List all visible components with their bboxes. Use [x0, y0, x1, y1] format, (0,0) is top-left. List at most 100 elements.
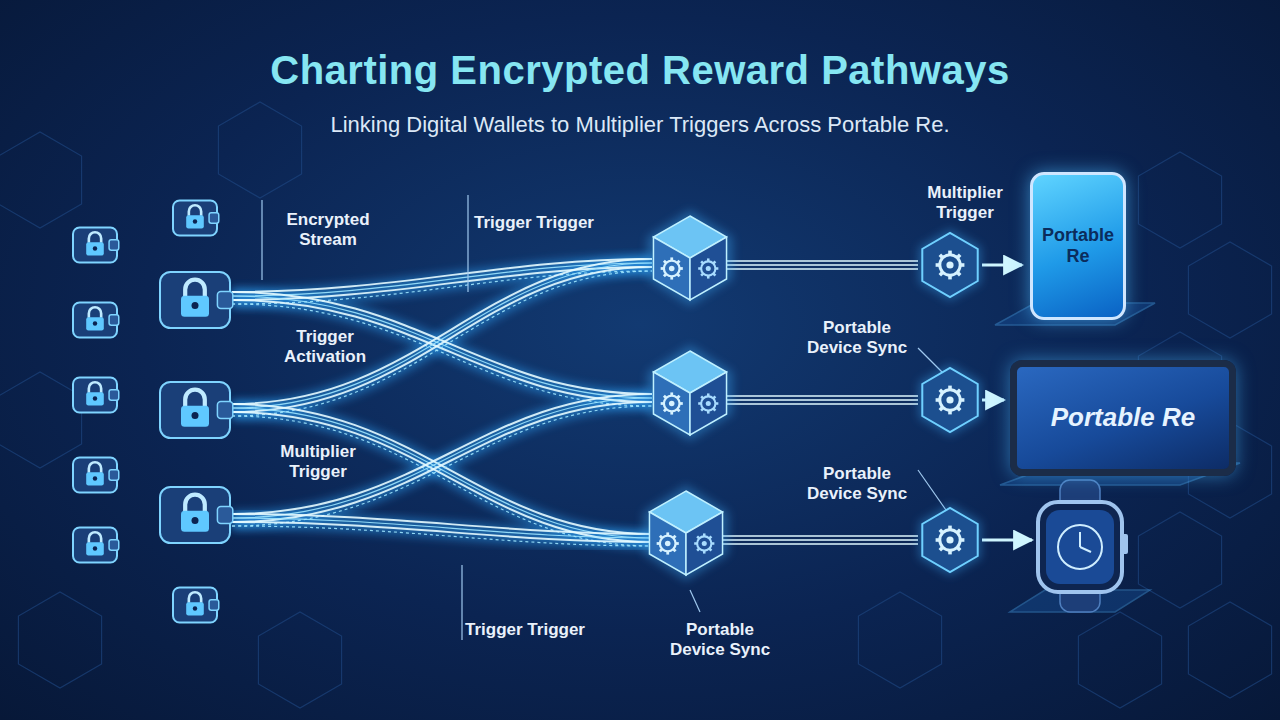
background-hexagon: [0, 372, 82, 468]
cube-left: [653, 237, 690, 300]
stream-label: Trigger Trigger: [474, 213, 594, 233]
data-stream: [232, 300, 652, 402]
gear-ring: [664, 261, 680, 277]
lock-body: [181, 406, 209, 427]
data-stream: [232, 412, 652, 542]
clock-face: [1058, 525, 1102, 569]
leader-line: [461, 565, 462, 640]
gear-ring: [697, 536, 711, 550]
gear-ring: [701, 396, 715, 410]
wallet-clasp: [209, 600, 219, 611]
processing-cube: [647, 345, 732, 441]
wallet-clasp: [217, 402, 232, 419]
data-stream: [722, 543, 918, 545]
gear-hub: [702, 541, 707, 546]
wallet-icon: [73, 457, 119, 492]
lock-shackle: [89, 532, 101, 543]
background-hexagon: [1138, 152, 1221, 248]
wallet-clasp: [217, 292, 232, 309]
stream-label: Encrypted Stream: [268, 210, 388, 251]
stream-glow: [726, 257, 918, 273]
wallet-icon: [73, 527, 119, 562]
device-text: Portable Re: [1041, 225, 1115, 266]
wallet-icon: [73, 302, 119, 337]
watch-crown: [1122, 534, 1128, 554]
gear-ring: [701, 261, 715, 275]
data-stream: [232, 404, 652, 534]
cube-glow: [643, 485, 728, 581]
stream-glow: [722, 532, 918, 548]
gear-ring: [940, 390, 960, 410]
diagram-caption: Linking Digital Wallets to Multiplier Tr…: [0, 112, 1280, 138]
data-stream: [232, 398, 652, 518]
watch-case: [1038, 502, 1122, 592]
background-hexagon: [18, 592, 101, 688]
hex-body: [922, 508, 977, 572]
gear-hexagon: [919, 364, 981, 436]
watch-screen: [1046, 510, 1114, 584]
cube-right: [686, 512, 723, 575]
device-text: Portable Re: [1051, 403, 1196, 433]
cube-left: [649, 512, 686, 575]
lock-shackle: [89, 232, 101, 243]
wallet-icon: [73, 227, 119, 262]
wallet-clasp: [109, 470, 119, 481]
gear-hub: [706, 401, 711, 406]
data-stream: [722, 539, 918, 541]
data-stream: [232, 304, 652, 406]
background-hexagon: [218, 102, 301, 198]
gear-hub: [946, 396, 953, 403]
background-hexagon: [1188, 602, 1271, 698]
data-stream: [726, 268, 918, 270]
lock-body: [181, 296, 209, 317]
wallet-clasp: [109, 240, 119, 251]
sync-arrow: [982, 264, 1022, 267]
lock-body: [86, 242, 104, 255]
background-hexagon: [1188, 242, 1271, 338]
wallet-clasp: [109, 540, 119, 551]
gear-ring: [660, 536, 676, 552]
cube-glow: [647, 210, 732, 306]
leader-line: [690, 590, 700, 612]
hex-glow: [919, 364, 981, 436]
keyhole: [193, 606, 197, 610]
background-hexagon: [1078, 612, 1161, 708]
data-stream: [232, 522, 652, 542]
wallet-icon: [160, 272, 233, 328]
keyhole: [93, 476, 97, 480]
gear-hub: [706, 266, 711, 271]
phone-device: Portable Re: [1030, 172, 1126, 320]
data-stream: [726, 260, 918, 262]
lock-shackle: [185, 390, 205, 407]
processing-cube: [647, 210, 732, 306]
data-stream: [232, 406, 652, 526]
lock-shackle: [189, 592, 201, 603]
clock-hand: [1079, 532, 1081, 547]
sync-arrow: [982, 399, 1004, 402]
data-stream: [722, 535, 918, 537]
keyhole: [193, 219, 197, 223]
data-stream: [232, 271, 652, 416]
wallet-clasp: [217, 507, 232, 524]
keyhole: [93, 321, 97, 325]
hex-glow: [919, 229, 981, 301]
gear-hub: [669, 266, 675, 272]
stream-label: Portable Device Sync: [660, 620, 780, 661]
background-hexagon: [858, 592, 941, 688]
stream-glow: [232, 410, 652, 540]
stream-label: Multiplier Trigger: [905, 183, 1025, 224]
diagram-title: Charting Encrypted Reward Pathways: [0, 48, 1280, 93]
gear-hub: [669, 401, 675, 407]
stream-label: Portable Device Sync: [797, 464, 917, 505]
cube-right: [690, 237, 727, 300]
background-hexagon: [258, 612, 341, 708]
leader-line: [918, 470, 946, 510]
data-stream: [232, 416, 652, 546]
lock-shackle: [89, 462, 101, 473]
data-stream: [232, 259, 652, 404]
lock-shackle: [189, 205, 201, 216]
wallet-icon: [73, 377, 119, 412]
data-stream: [232, 402, 652, 522]
keyhole: [93, 246, 97, 250]
lock-shackle: [89, 382, 101, 393]
